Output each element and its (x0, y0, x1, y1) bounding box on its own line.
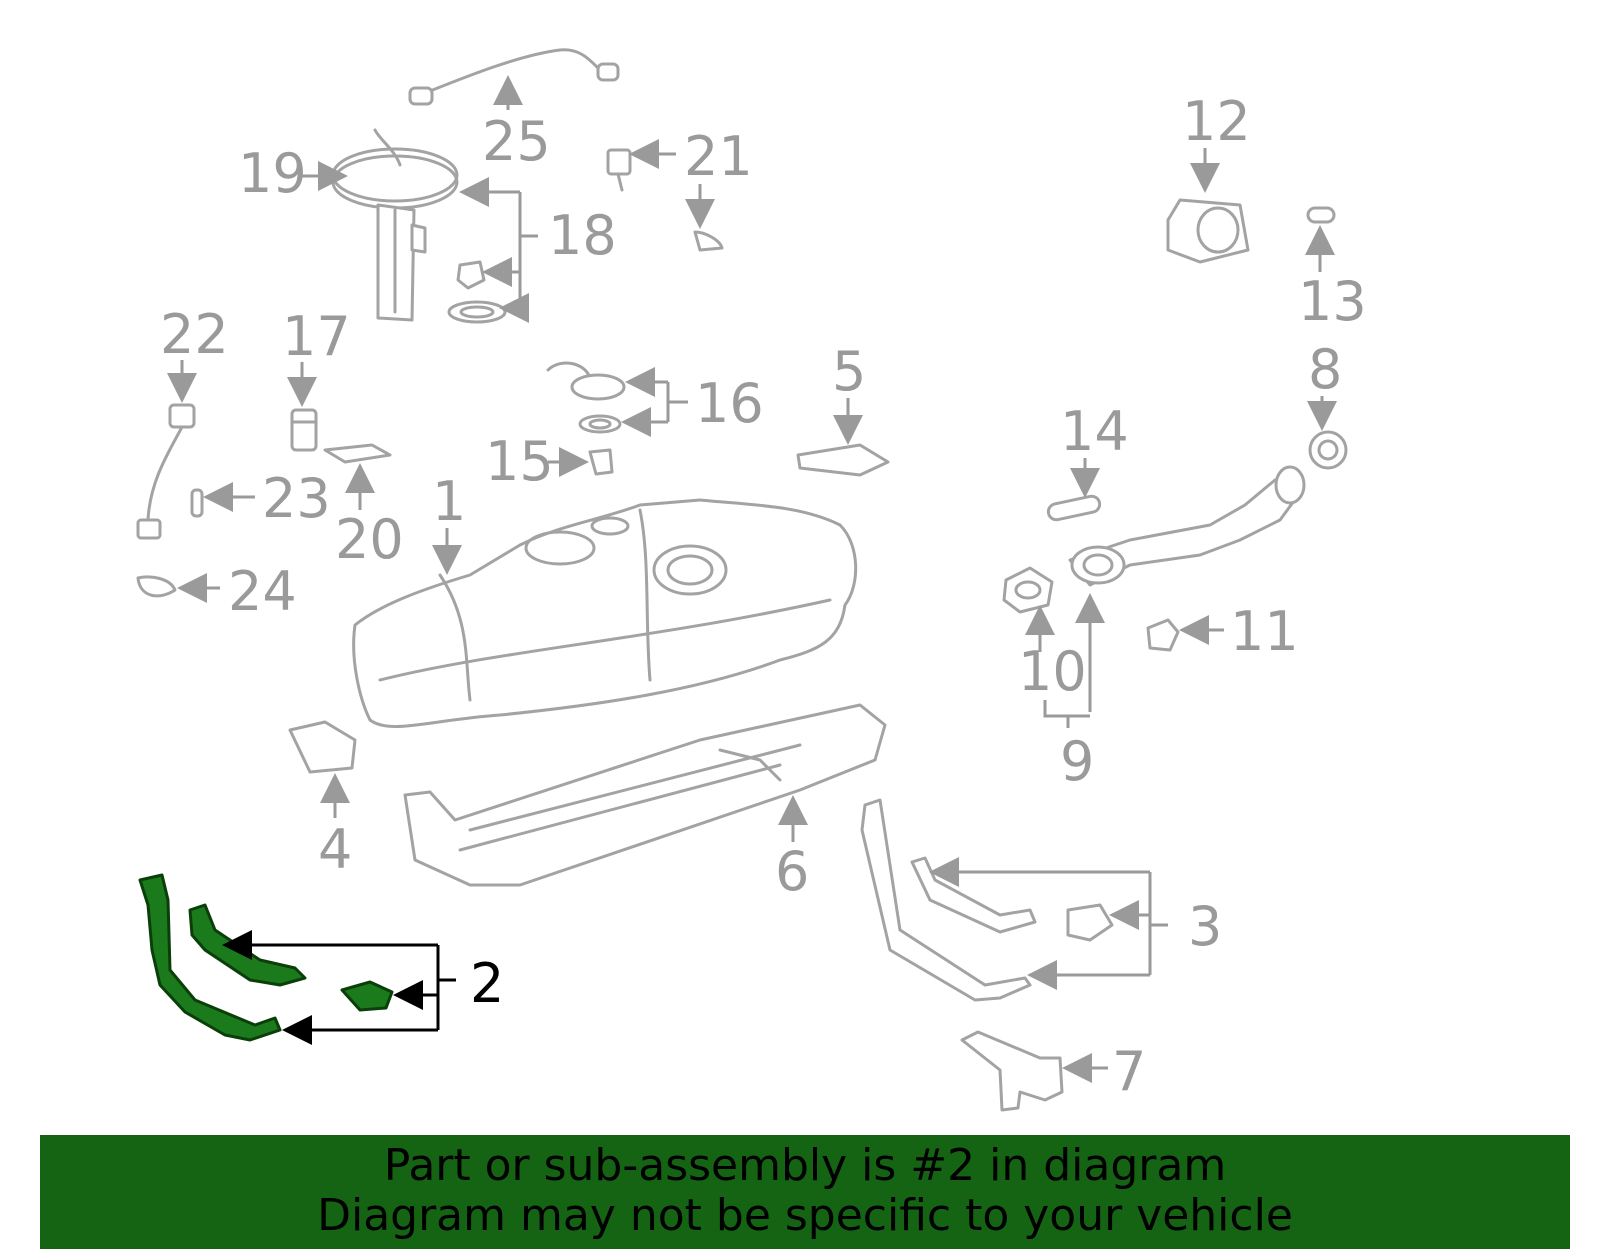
callout-23: 23 (262, 467, 331, 530)
callout-13: 13 (1298, 270, 1367, 333)
part-19-pump-assembly (331, 128, 459, 322)
callout-12: 12 (1182, 90, 1251, 153)
part-22-sender (136, 403, 196, 540)
callout-15: 15 (485, 430, 554, 493)
part-3-strap-set (860, 798, 1114, 1002)
callout-10: 10 (1018, 640, 1087, 703)
parts-diagram: 25 19 18 21 22 17 (136, 48, 1367, 1112)
part-5-protector (796, 443, 890, 477)
part-10-gasket (1002, 566, 1054, 614)
part-25-wire-harness (408, 48, 620, 110)
callout-6: 6 (775, 840, 809, 903)
callout-9: 9 (1060, 730, 1094, 793)
callout-3: 3 (1188, 895, 1222, 958)
part-18-pump-parts (447, 260, 507, 324)
part-11-bracket (1146, 618, 1180, 652)
callout-14: 14 (1060, 400, 1129, 463)
callout-20: 20 (335, 508, 404, 571)
info-banner: Part or sub-assembly is #2 in diagram Di… (40, 1135, 1570, 1249)
part-24-cover (136, 575, 177, 598)
part-13-bumper (1306, 206, 1336, 224)
callout-19: 19 (238, 142, 307, 205)
callout-4: 4 (318, 818, 352, 881)
part-14-hose (1046, 494, 1102, 522)
part-4-pad (288, 720, 357, 774)
part-16-gasket-set (546, 361, 626, 434)
callout-1: 1 (432, 470, 466, 533)
callout-8: 8 (1308, 338, 1342, 401)
banner-line-1: Part or sub-assembly is #2 in diagram (383, 1140, 1227, 1191)
callout-11: 11 (1230, 600, 1299, 663)
part-1-fuel-tank (352, 498, 858, 728)
part-9-filler-pipe (1068, 465, 1306, 587)
callout-21: 21 (684, 125, 753, 188)
callout-16: 16 (695, 372, 764, 435)
part-7-bracket (960, 1030, 1064, 1112)
part-2-highlighted-strap-set (138, 873, 394, 1042)
part-17-filter (290, 408, 318, 452)
callout-18: 18 (548, 204, 617, 267)
callout-17: 17 (282, 305, 351, 368)
part-8-cap (1308, 430, 1348, 470)
callout-5: 5 (832, 340, 866, 403)
banner-line-2: Diagram may not be specific to your vehi… (317, 1190, 1293, 1241)
callout-7: 7 (1112, 1040, 1146, 1103)
callout-2: 2 (470, 952, 504, 1015)
part-12-filler-door (1166, 198, 1250, 264)
part-23-clip (190, 488, 204, 518)
part-20-bracket (323, 443, 392, 464)
callout-24: 24 (228, 560, 297, 623)
callout-25: 25 (482, 110, 551, 173)
part-6-tank-protector (403, 703, 887, 887)
part-15-valve (588, 448, 614, 476)
callout-22: 22 (160, 303, 229, 366)
